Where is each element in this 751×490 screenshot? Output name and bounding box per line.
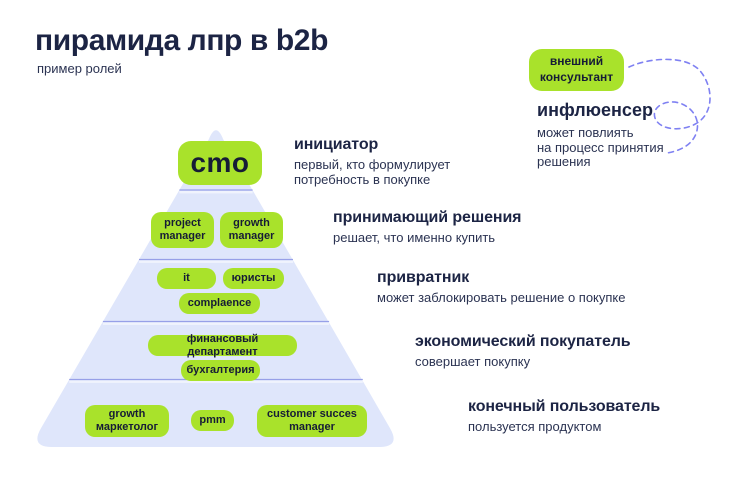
role-description: совершает покупку [415,354,531,369]
role-title: конечный пользователь [468,398,661,415]
chip-cmo: cmo [178,141,262,185]
role-title: инициатор [294,136,379,153]
influencer-description: может повлиять на процесс принятия решен… [537,125,664,170]
role-description: первый, кто формулирует потребность в по… [294,157,451,187]
page-title: пирамида лпр в b2b [35,24,329,57]
role-initiator: инициатор первый, кто формулирует потреб… [294,136,450,187]
chip-finance-department: финансовый департамент [148,333,297,358]
influencer-title: инфлюенсер [537,100,653,120]
page-subtitle: пример ролей [37,61,122,76]
chip-customer-success-manager: customer succes manager [257,405,367,437]
chip-growth-manager: growth manager [220,212,283,248]
role-description: решает, что именно купить [333,230,496,245]
influencer-note: инфлюенсер может повлиять на процесс при… [537,100,664,170]
chip-lawyers: юристы [223,268,284,289]
chip-pmm: pmm [191,410,234,431]
role-title: экономический покупатель [415,333,631,350]
role-gatekeeper: привратник может заблокировать решение о… [377,269,626,306]
chip-project-manager: project manager [151,212,214,248]
role-title: принимающий решения [333,209,522,226]
role-description: может заблокировать решение о покупке [377,290,626,305]
role-end-user: конечный пользователь пользуется продукт… [468,398,660,435]
chip-growth-marketer: growth маркетолог [85,405,169,437]
chip-compliance: complaence [179,293,260,314]
role-economic-buyer: экономический покупатель совершает покуп… [415,333,631,370]
chip-it: it [157,268,216,289]
role-description: пользуется продуктом [468,419,602,434]
external-consultant-badge: внешний консультант [529,49,624,91]
role-title: привратник [377,269,470,286]
chip-accounting: бухгалтерия [181,360,260,381]
role-decision-maker: принимающий решения решает, что именно к… [333,209,522,246]
